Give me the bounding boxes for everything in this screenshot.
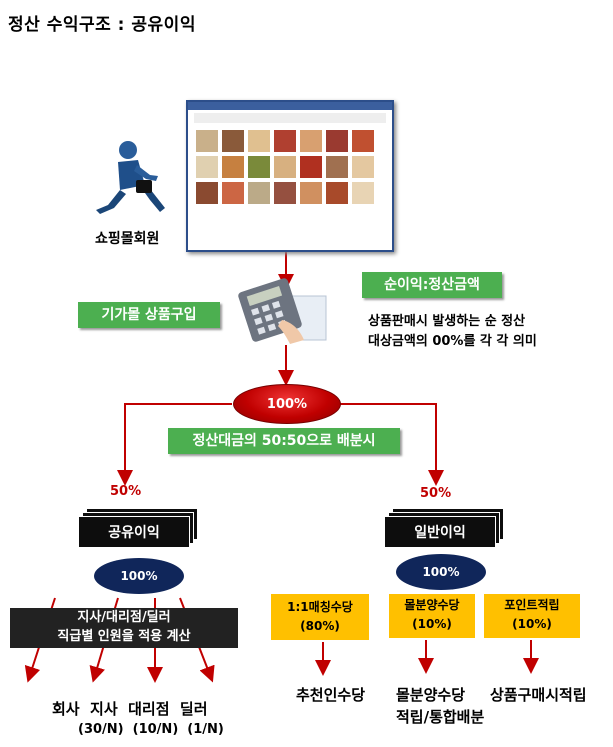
points-pct: (10%) [512,617,552,631]
shared-profit-stack: 공유이익 [78,508,198,548]
mall-result-2: 적립/통합배분 [396,708,485,726]
points-result: 상품구매시적립 [490,686,587,704]
matching-bonus-box: 1:1매칭수당 (80%) [271,594,369,640]
left-bar-line-1: 지사/대리점/딜러 [77,610,171,625]
left-percent: 50% [110,484,142,499]
mall-result: 몰분양수당 [396,686,466,704]
arrow-to-right [340,403,444,486]
general-profit-label: 일반이익 [384,516,496,548]
net-profit-desc-1: 상품판매시 발생하는 순 정산 [368,314,526,329]
left-percent-ellipse: 100% [94,558,184,594]
mall-bonus-pct: (10%) [412,617,452,631]
split-label: 정산대금의 50:50으로 배분시 [168,428,400,454]
left-bottom-names: 회사 지사 대리점 딜러 [52,700,208,718]
total-percent-ellipse: 100% [233,384,341,424]
arrow-to-left [117,403,232,486]
shopping-mall-screenshot [186,100,394,252]
left-distribution-bar: 지사/대리점/딜러 직급별 인원을 적용 계산 [10,608,238,648]
member-label: 쇼핑몰회원 [95,231,160,247]
matching-bonus-label: 1:1매칭수당 [287,600,353,614]
page-title: 정산 수익구조 : 공유이익 [8,15,196,35]
mall-bonus-label: 몰분양수당 [404,598,460,612]
purchase-label: 기가몰 상품구입 [78,302,220,328]
net-profit-badge: 순이익:정산금액 [362,272,502,298]
right-percent-ellipse: 100% [396,554,486,590]
net-profit-desc-2: 대상금액의 00%를 각 각 의미 [368,334,537,349]
matching-bonus-pct: (80%) [300,619,340,633]
general-profit-stack: 일반이익 [384,508,504,548]
shared-profit-label: 공유이익 [78,516,190,548]
left-bar-line-2: 직급별 인원을 적용 계산 [57,629,191,644]
points-box: 포인트적립 (10%) [484,594,580,638]
left-bottom-ratios: (30/N) (10/N) (1/N) [78,722,224,737]
matching-result: 추천인수당 [296,686,366,704]
right-percent: 50% [420,486,452,501]
mall-bonus-box: 몰분양수당 (10%) [389,594,475,638]
points-label: 포인트적립 [504,598,560,612]
